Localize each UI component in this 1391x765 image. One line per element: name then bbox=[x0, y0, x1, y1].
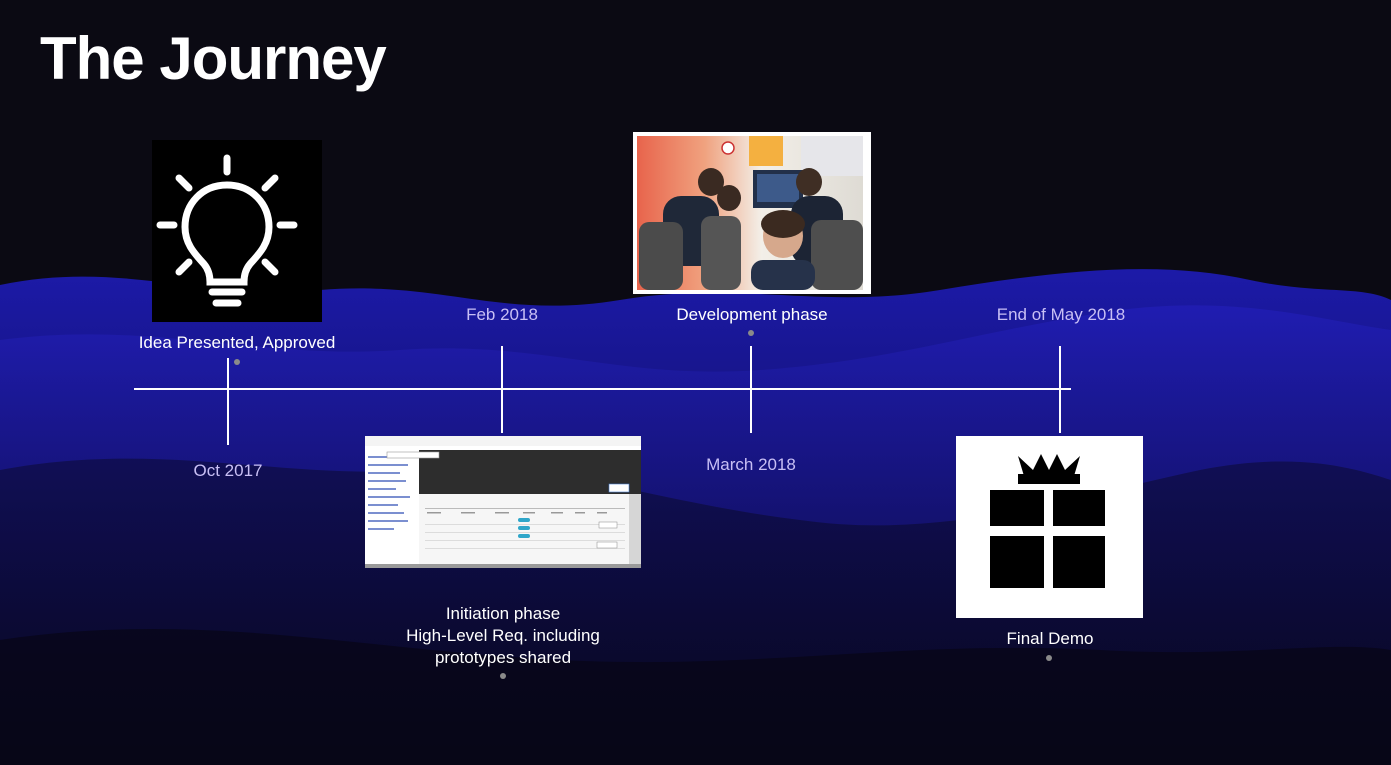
tick-feb-2018 bbox=[501, 346, 503, 433]
prototype-screenshot bbox=[365, 436, 641, 568]
milestone-final-label: Final Demo bbox=[1006, 629, 1094, 648]
gift-tile bbox=[956, 436, 1143, 618]
milestone-idea-label: Idea Presented, Approved bbox=[138, 333, 336, 352]
lightbulb-tile bbox=[152, 140, 322, 322]
milestone-initiation-dot bbox=[500, 673, 506, 679]
milestone-idea-dot bbox=[234, 359, 240, 365]
prototype-screenshot-drawing bbox=[365, 436, 641, 568]
tick-oct-2017 bbox=[227, 358, 229, 445]
milestone-final-dot bbox=[1046, 655, 1052, 661]
milestone-final-date: End of May 2018 bbox=[996, 305, 1126, 324]
tick-march-2018 bbox=[750, 346, 752, 433]
milestone-development-date: March 2018 bbox=[706, 455, 796, 474]
team-photo bbox=[633, 132, 871, 294]
tick-may-2018 bbox=[1059, 346, 1061, 433]
gift-icon bbox=[990, 454, 1105, 588]
milestone-idea-date: Oct 2017 bbox=[193, 461, 263, 480]
milestone-development-label: Development phase bbox=[676, 305, 828, 324]
milestone-initiation-label: Initiation phase High-Level Req. includi… bbox=[406, 604, 600, 667]
milestone-development-dot bbox=[748, 330, 754, 336]
page-title: The Journey bbox=[40, 25, 387, 92]
timeline-axis bbox=[134, 388, 1071, 390]
team-photo-drawing bbox=[637, 136, 863, 290]
lightbulb-icon bbox=[156, 154, 298, 307]
milestone-initiation-date: Feb 2018 bbox=[466, 305, 538, 324]
